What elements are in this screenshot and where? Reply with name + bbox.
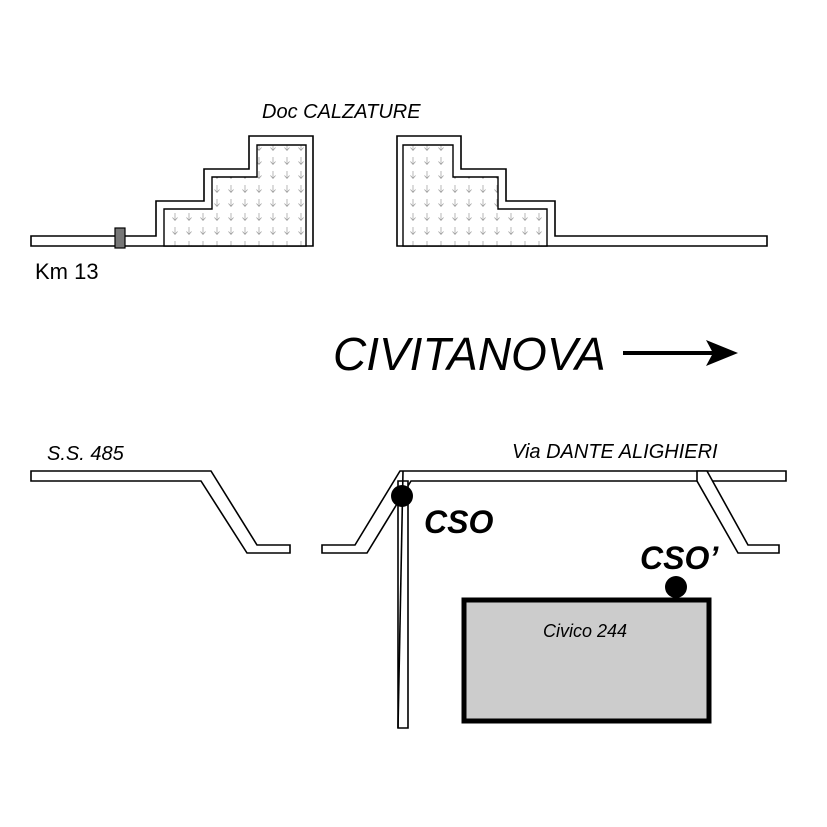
direction-sign: CIVITANOVA bbox=[333, 328, 738, 380]
road-edge bbox=[397, 470, 404, 729]
shop-block-left bbox=[163, 144, 307, 247]
cso-secondary-marker-icon bbox=[665, 576, 687, 598]
milestone-icon bbox=[114, 227, 126, 249]
shop-block-right bbox=[402, 144, 548, 247]
road-dante-label: Via DANTE ALIGHIERI bbox=[512, 441, 718, 463]
cso-secondary-label: CSO’ bbox=[640, 540, 719, 576]
road-ss485-label: S.S. 485 bbox=[47, 443, 125, 465]
cso-marker-icon bbox=[391, 485, 413, 507]
bottom-diagram: Civico 244 CSO CSO’ S.S. 485 Via DANTE A… bbox=[30, 441, 787, 729]
building-civico-244 bbox=[461, 597, 712, 724]
arrow-right-icon bbox=[623, 340, 738, 366]
road-branch-right bbox=[696, 470, 780, 554]
shop-label: Doc CALZATURE bbox=[262, 101, 421, 123]
road-vertical bbox=[397, 480, 409, 729]
road-ss485 bbox=[30, 470, 291, 554]
cso-label: CSO bbox=[424, 504, 493, 540]
km-label: Km 13 bbox=[35, 259, 99, 284]
top-diagram: Doc CALZATURE Km 13 bbox=[30, 101, 768, 284]
road-junction-left bbox=[321, 470, 787, 554]
building-label: Civico 244 bbox=[543, 621, 627, 641]
destination-label: CIVITANOVA bbox=[333, 328, 606, 380]
